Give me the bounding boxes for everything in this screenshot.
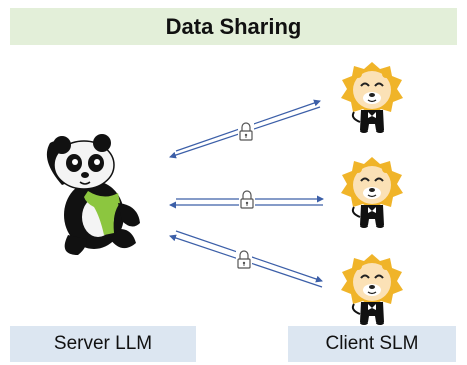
server-label-box: Server LLM — [10, 326, 196, 362]
lion-mascot-icon — [340, 156, 404, 229]
channel-3 — [169, 230, 323, 288]
title-banner: Data Sharing — [10, 8, 457, 45]
server-label: Server LLM — [53, 333, 153, 354]
client-label-box: Client SLM — [288, 326, 456, 362]
channel-2 — [169, 186, 324, 210]
client-label: Client SLM — [325, 333, 419, 354]
diagram-title: Data Sharing — [165, 13, 302, 39]
lion-mascot-icon — [340, 61, 404, 134]
channel-1 — [169, 99, 321, 159]
panda-mascot-icon — [46, 134, 140, 255]
lion-mascot-icon — [340, 253, 404, 326]
